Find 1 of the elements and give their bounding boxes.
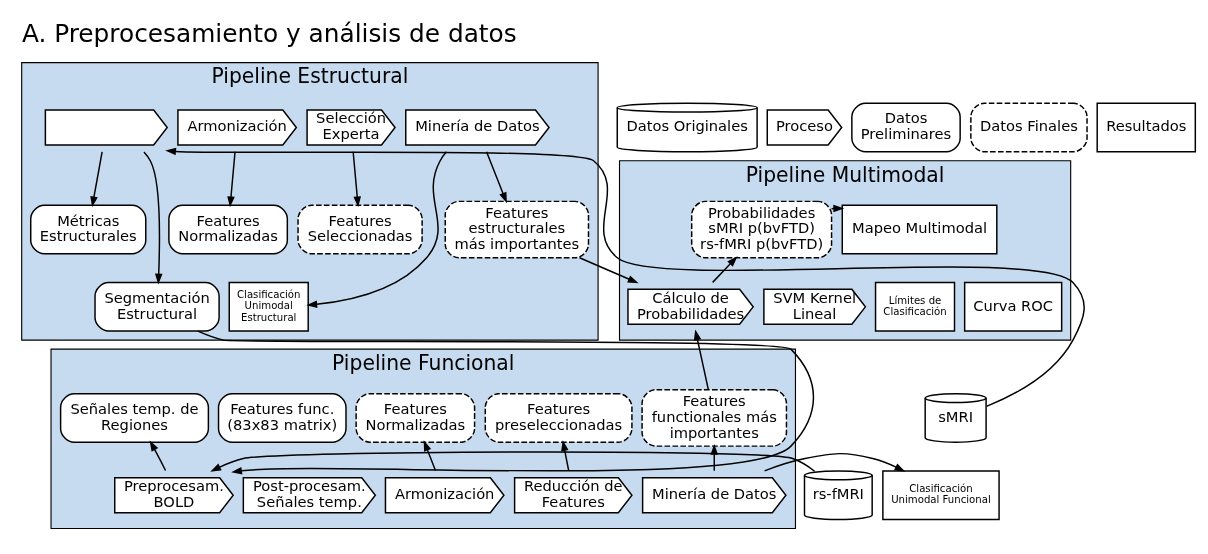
- diagram-title: A. Preprocesamiento y análisis de datos: [21, 18, 517, 48]
